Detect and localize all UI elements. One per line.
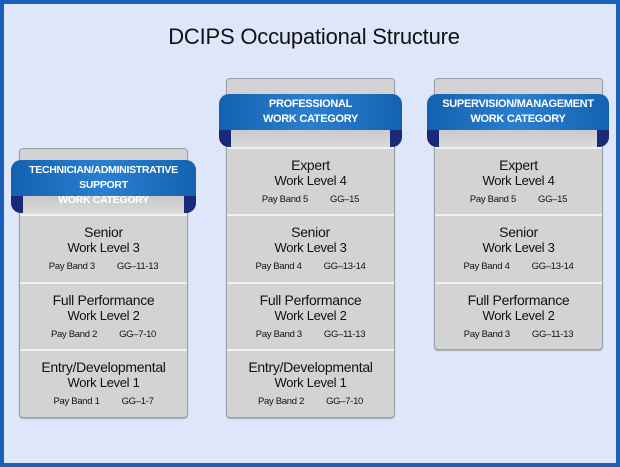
- banner-fold-right: [390, 129, 402, 147]
- banner-title: SUPERVISION/MANAGEMENT: [442, 98, 594, 110]
- level-name: Full Performance: [52, 292, 155, 308]
- diagram-title: DCIPS Occupational Structure: [168, 24, 460, 49]
- grade-range: GG–11-13: [531, 329, 574, 340]
- pay-band: Pay Band 4: [463, 261, 510, 272]
- grade-range: GG–15: [537, 194, 568, 205]
- pay-band: Pay Band 2: [50, 329, 98, 340]
- banner-subtitle: WORK CATEGORY: [58, 194, 149, 206]
- work-level-box: Senior Work Level 3 Pay Band 3 GG–11-13: [20, 214, 187, 282]
- level-name: Full Performance: [467, 292, 570, 308]
- level-name: Senior: [84, 224, 123, 240]
- pay-band: Pay Band 1: [53, 396, 100, 407]
- grade-range: GG–15: [329, 194, 360, 205]
- grade-range: GG–7-10: [119, 329, 157, 340]
- work-level: Work Level 3: [67, 240, 140, 255]
- banner-subtitle: WORK CATEGORY: [470, 113, 566, 125]
- work-level-box: Full Performance Work Level 2 Pay Band 2…: [20, 282, 187, 349]
- pay-band: Pay Band 2: [257, 396, 305, 407]
- work-level-box: Full Performance Work Level 2 Pay Band 3…: [435, 282, 602, 349]
- pay-band: Pay Band 5: [261, 194, 308, 205]
- work-level: Work Level 1: [274, 375, 347, 390]
- banner-underside: [227, 129, 394, 147]
- pay-band: Pay Band 5: [469, 194, 516, 205]
- pay-band: Pay Band 3: [255, 329, 302, 340]
- work-level: Work Level 2: [67, 308, 140, 323]
- level-name: Entry/Developmental: [41, 359, 166, 375]
- grade-range: GG–1-7: [121, 396, 154, 407]
- banner-title: TECHNICIAN/ADMINISTRATIVE SUPPORT: [29, 164, 178, 191]
- work-level: Work Level 3: [482, 240, 555, 255]
- banner-fold-right: [597, 129, 609, 147]
- work-level-box: Expert Work Level 4 Pay Band 5 GG–15: [227, 147, 394, 214]
- banner-fold-right: [184, 195, 196, 213]
- banner-fold-left: [11, 195, 23, 213]
- category-banner-supervision: SUPERVISION/MANAGEMENT WORK CATEGORY: [427, 94, 609, 130]
- level-name: Senior: [499, 224, 538, 240]
- grade-range: GG–11-13: [323, 329, 366, 340]
- category-banner-professional: PROFESSIONAL WORK CATEGORY: [219, 94, 402, 130]
- work-level: Work Level 2: [482, 308, 555, 323]
- banner-underside: [435, 129, 602, 147]
- work-level: Work Level 4: [274, 173, 347, 188]
- work-level-box: Senior Work Level 3 Pay Band 4 GG–13-14: [435, 214, 602, 282]
- work-level-box: Expert Work Level 4 Pay Band 5 GG–15: [435, 147, 602, 214]
- work-level: Work Level 2: [274, 308, 347, 323]
- work-level: Work Level 4: [482, 173, 555, 188]
- banner-fold-left: [219, 129, 231, 147]
- level-name: Expert: [291, 157, 330, 173]
- grade-range: GG–11-13: [116, 261, 159, 272]
- banner-title: PROFESSIONAL: [268, 98, 353, 110]
- pay-band: Pay Band 3: [48, 261, 95, 272]
- banner-underside: [20, 196, 187, 214]
- banner-subtitle: WORK CATEGORY: [262, 113, 359, 125]
- pay-band: Pay Band 4: [255, 261, 302, 272]
- pay-band: Pay Band 3: [463, 329, 510, 340]
- work-level-box: Senior Work Level 3 Pay Band 4 GG–13-14: [227, 214, 394, 282]
- level-name: Full Performance: [259, 292, 362, 308]
- grade-range: GG–7-10: [326, 396, 364, 407]
- grade-range: GG–13-14: [531, 261, 574, 272]
- category-card-professional: Expert Work Level 4 Pay Band 5 GG–15 Seni…: [226, 78, 395, 418]
- level-name: Senior: [291, 224, 330, 240]
- grade-range: GG–13-14: [323, 261, 366, 272]
- category-banner-technician: TECHNICIAN/ADMINISTRATIVE SUPPORT WORK C…: [11, 160, 196, 206]
- level-name: Entry/Developmental: [248, 359, 373, 375]
- level-name: Expert: [499, 157, 538, 173]
- banner-fold-left: [427, 129, 439, 147]
- work-level: Work Level 1: [67, 375, 140, 390]
- work-level-box: Full Performance Work Level 2 Pay Band 3…: [227, 282, 394, 349]
- work-level: Work Level 3: [274, 240, 347, 255]
- work-level-box: Entry/Developmental Work Level 1 Pay Ban…: [20, 349, 187, 417]
- work-level-box: Entry/Developmental Work Level 1 Pay Ban…: [227, 349, 394, 417]
